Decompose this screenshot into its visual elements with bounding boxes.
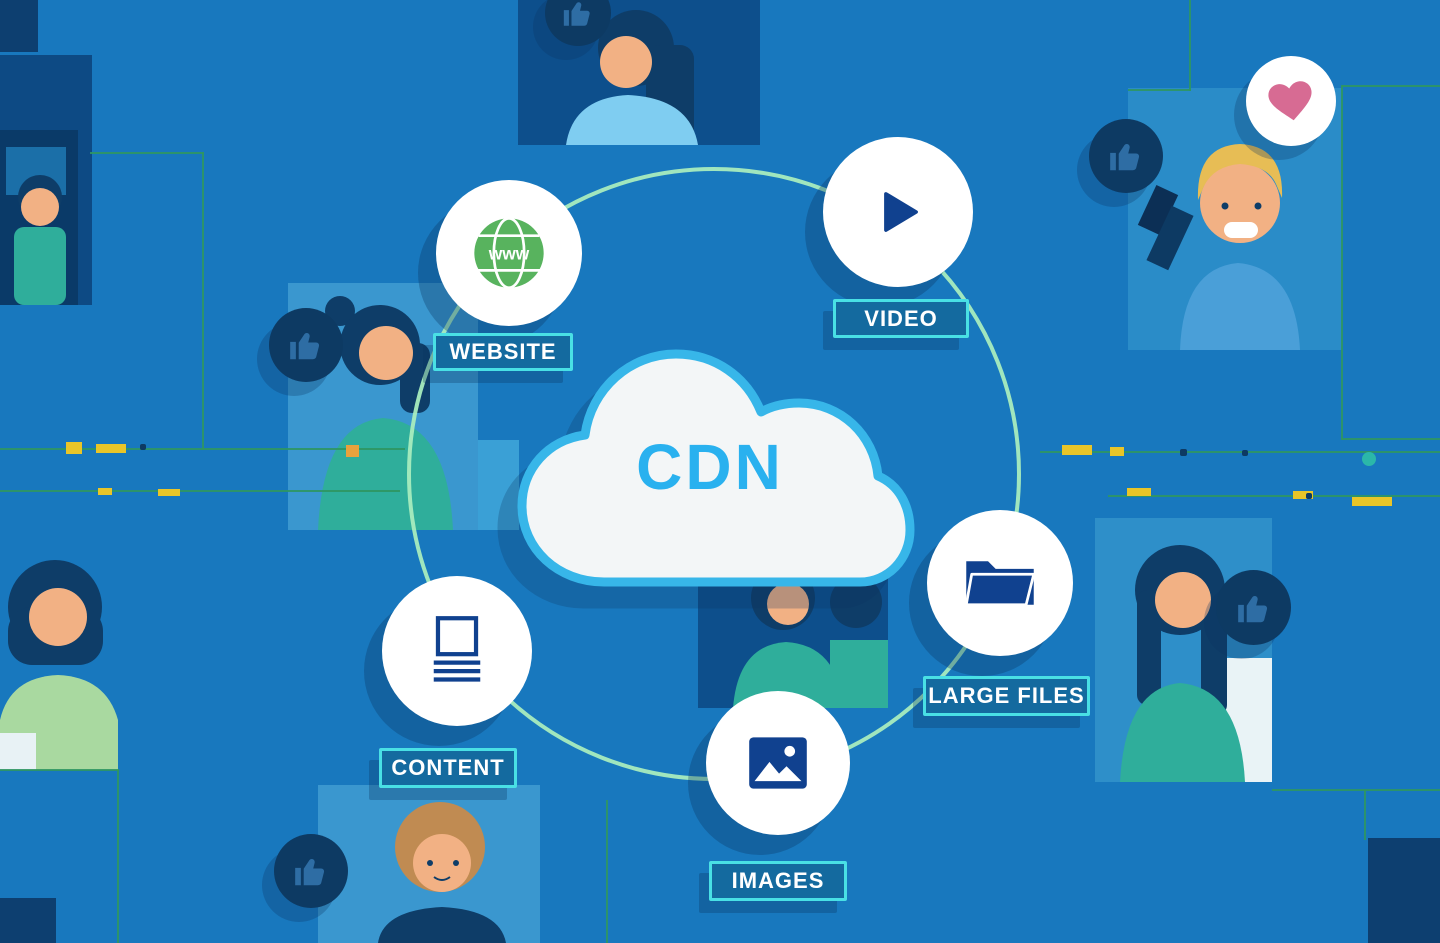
thumbs-up-icon xyxy=(1110,143,1140,171)
person-illustration-left-edge xyxy=(0,560,118,770)
circuit-dash xyxy=(1352,497,1392,506)
image-icon xyxy=(749,737,807,789)
circuit-dash xyxy=(66,442,82,454)
person-illustration-top-left xyxy=(0,55,92,305)
circuit-dash xyxy=(98,488,112,495)
circuit-dash xyxy=(96,444,126,453)
circuit-line xyxy=(1272,789,1440,791)
circuit-line xyxy=(1189,0,1191,91)
thumbs-up-badge xyxy=(1089,119,1163,193)
circuit-line xyxy=(1108,495,1440,497)
circuit-dash xyxy=(1110,447,1124,456)
circuit-line xyxy=(1341,438,1440,440)
video-label: VIDEO xyxy=(833,299,969,338)
circuit-dash xyxy=(346,445,359,457)
background-panel xyxy=(0,898,56,943)
circuit-line xyxy=(1040,451,1440,453)
heart-icon xyxy=(1268,81,1312,121)
thumbs-up-badge xyxy=(274,834,348,908)
circuit-line xyxy=(606,800,608,943)
circuit-line xyxy=(1341,85,1343,440)
circuit-dot xyxy=(140,444,146,450)
thumbs-up-icon xyxy=(295,858,325,886)
cdn-cloud xyxy=(500,336,920,612)
circuit-line xyxy=(202,152,204,450)
thumbs-up-icon xyxy=(1237,595,1267,622)
circuit-line xyxy=(117,770,119,943)
website-node: www xyxy=(436,180,582,326)
svg-text:www: www xyxy=(488,244,530,264)
thumbs-up-badge xyxy=(269,308,343,382)
person-illustration-top-right xyxy=(1128,88,1342,350)
circuit-node-dot xyxy=(1362,452,1376,466)
circuit-dash xyxy=(1062,445,1092,455)
circuit-dot xyxy=(1306,493,1312,499)
circuit-line xyxy=(1128,89,1191,91)
circuit-line xyxy=(1342,85,1440,87)
circuit-dot xyxy=(1180,449,1187,456)
circuit-dash xyxy=(158,489,180,496)
content-node xyxy=(382,576,532,726)
circuit-dot xyxy=(1242,450,1248,456)
document-icon xyxy=(433,616,481,682)
thumbs-up-icon xyxy=(563,2,590,26)
circuit-line xyxy=(90,152,204,154)
cloud-icon xyxy=(517,349,915,587)
circuit-line xyxy=(1364,789,1366,840)
play-icon xyxy=(884,192,918,232)
images-label: IMAGES xyxy=(709,861,847,901)
large-files-label: LARGE FILES xyxy=(923,676,1090,716)
content-label: CONTENT xyxy=(379,748,517,788)
folder-icon xyxy=(964,561,1036,607)
background-panel xyxy=(0,0,38,52)
person-illustration-bottom-left xyxy=(318,785,540,943)
thumbs-up-badge xyxy=(1216,570,1291,645)
large-files-node xyxy=(927,510,1073,656)
website-label: WEBSITE xyxy=(433,333,573,371)
globe-www-icon: www xyxy=(474,216,544,290)
circuit-dash xyxy=(1127,488,1151,496)
cdn-title: CDN xyxy=(636,431,784,503)
thumbs-up-icon xyxy=(290,332,320,360)
images-node xyxy=(706,691,850,835)
circuit-line xyxy=(0,490,400,492)
background-panel xyxy=(1368,838,1440,943)
heart-badge xyxy=(1246,56,1336,146)
person-illustration-right xyxy=(1095,518,1272,782)
circuit-line xyxy=(0,769,119,771)
video-node xyxy=(823,137,973,287)
circuit-dash xyxy=(1293,491,1313,499)
